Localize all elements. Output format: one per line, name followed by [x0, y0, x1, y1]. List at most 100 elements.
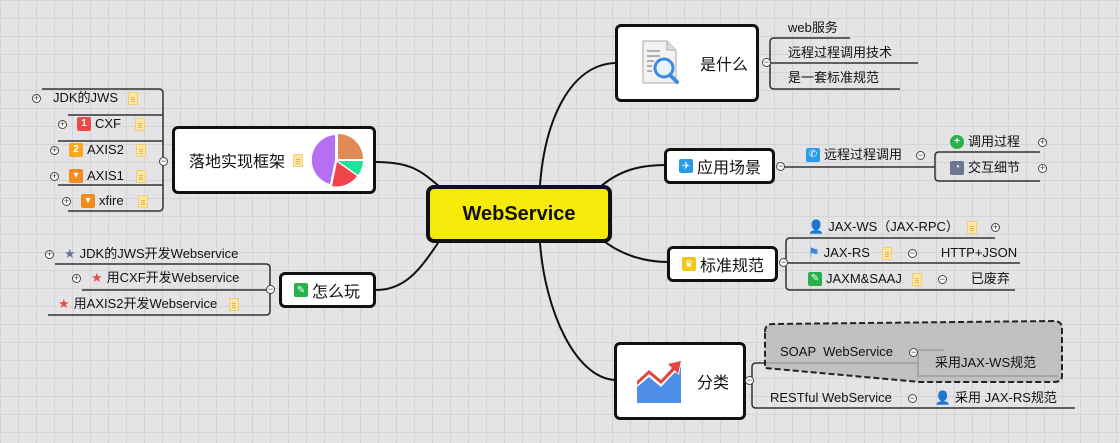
pie-small-icon: ◔ [950, 161, 964, 175]
expand-toggle[interactable]: + [1038, 136, 1048, 147]
subtopic-label: 用AXIS2开发Webservice [73, 296, 218, 311]
person-icon: 👤 [808, 219, 825, 234]
expand-toggle[interactable]: + [1038, 162, 1048, 173]
subtopic-label: JDK的JWS [53, 90, 119, 105]
subtopic-label: JAX-WS（JAX-RPC） [828, 219, 959, 234]
subtopic-web-service[interactable]: web服务 [788, 20, 838, 36]
star-red-icon: ★ [58, 296, 70, 311]
subtopic-label: 用CXF开发Webservice [106, 270, 240, 285]
expand-toggle[interactable]: + [32, 92, 41, 103]
subtopic-label: AXIS1 [87, 168, 124, 183]
collapse-toggle[interactable]: − [159, 156, 168, 166]
subtopic-axis2[interactable]: + 2 AXIS2 [50, 142, 146, 158]
subtopic-jax-rs[interactable]: ⚑ JAX-RS − HTTP+JSON [808, 245, 1017, 261]
subtopic-jax-ws-spec[interactable]: 采用JAX-WS规范 [935, 355, 1036, 371]
airplane-icon: ✈ [679, 159, 693, 173]
subtopic-label: AXIS2 [87, 142, 124, 157]
topic-category-label: 分类 [697, 375, 730, 392]
person-icon: 👤 [934, 390, 952, 405]
topic-standards[interactable]: ♛ 标准规范 [667, 246, 778, 282]
topic-scenario-label: 应用场景 [697, 160, 762, 177]
subtopic-axis1[interactable]: + ▾ AXIS1 [50, 168, 146, 184]
subtopic-soap[interactable]: SOAP WebService − [780, 344, 918, 360]
star-red-icon: ★ [91, 270, 103, 285]
note-icon[interactable] [128, 91, 139, 105]
topic-scenario[interactable]: ✈ 应用场景 [664, 148, 775, 184]
collapse-toggle[interactable]: − [907, 392, 917, 403]
collapse-toggle[interactable]: − [745, 375, 754, 385]
collapse-toggle[interactable]: − [916, 149, 926, 160]
subtopic-http-json[interactable]: HTTP+JSON [940, 245, 1018, 260]
trend-chart-icon [637, 361, 681, 403]
subtopic-jaxm-saaj[interactable]: ✎ JAXM&SAAJ − 已废弃 [808, 271, 1010, 287]
star-gray-icon: ★ [64, 246, 76, 261]
priority-2-icon: 2 [69, 143, 83, 157]
note-icon[interactable] [135, 169, 146, 183]
subtopic-label: 是一套标准规范 [788, 70, 880, 85]
topic-frameworks[interactable]: 落地实现框架 [172, 126, 376, 194]
subtopic-label: CXF [95, 116, 121, 131]
collapse-toggle[interactable]: − [779, 257, 788, 267]
note-icon[interactable] [911, 272, 922, 286]
subtopic-label: 交互细节 [968, 160, 1021, 175]
collapse-toggle[interactable]: − [908, 346, 918, 357]
topic-what-label: 是什么 [700, 57, 749, 74]
subtopic-call-process[interactable]: + 调用过程 + [950, 134, 1048, 150]
subtopic-axis2-dev[interactable]: ★ 用AXIS2开发Webservice [58, 296, 240, 312]
expand-toggle[interactable]: + [72, 272, 81, 283]
collapse-toggle[interactable]: − [762, 57, 771, 67]
expand-toggle[interactable]: + [45, 248, 54, 259]
topic-howto-label: 怎么玩 [312, 284, 361, 301]
phone-icon: ✆ [806, 148, 820, 162]
note-icon[interactable] [135, 143, 146, 157]
note-icon[interactable] [881, 246, 892, 260]
subtopic-label: SOAP WebService [780, 344, 893, 359]
subtopic-label: RESTful WebService [770, 390, 892, 405]
subtopic-rpc-tech[interactable]: 远程过程调用技术 [788, 45, 892, 61]
thumbs-down-icon: ▾ [69, 169, 83, 183]
trophy-icon: ♛ [682, 257, 696, 271]
subtopic-jax-rs-spec[interactable]: 采用 JAX-RS规范 [955, 390, 1057, 405]
subtopic-interaction[interactable]: ◔ 交互细节 + [950, 160, 1048, 176]
subtopic-label: xfire [99, 193, 124, 208]
note-icon[interactable] [137, 194, 148, 208]
subtopic-restful[interactable]: RESTful WebService − 👤 采用 JAX-RS规范 [770, 390, 1057, 406]
subtopic-jdk-jws-dev[interactable]: + ★ JDK的JWS开发Webservice [45, 246, 238, 262]
note-icon[interactable] [135, 117, 145, 131]
central-topic[interactable]: WebService [426, 185, 612, 243]
subtopic-jax-ws[interactable]: 👤 JAX-WS（JAX-RPC） + [808, 219, 1000, 235]
topic-howto[interactable]: ✎ 怎么玩 [279, 272, 376, 308]
subtopic-cxf-dev[interactable]: + ★ 用CXF开发Webservice [72, 270, 239, 286]
thumbs-down-icon: ▾ [81, 194, 95, 208]
subtopic-xfire[interactable]: + ▾ xfire [62, 193, 148, 209]
collapse-toggle[interactable]: − [266, 284, 275, 294]
subtopic-jdk-jws[interactable]: + JDK的JWS [32, 90, 139, 106]
pencil-icon: ✎ [294, 283, 308, 297]
note-icon[interactable] [229, 297, 240, 311]
collapse-toggle[interactable]: − [907, 247, 917, 258]
note-icon[interactable] [293, 153, 304, 167]
plus-circle-icon: + [950, 135, 964, 149]
collapse-toggle[interactable]: − [776, 161, 785, 171]
topic-category[interactable]: 分类 [614, 342, 746, 420]
subtopic-deprecated[interactable]: 已废弃 [970, 271, 1010, 286]
priority-1-icon: 1 [77, 117, 91, 131]
central-topic-label: WebService [462, 202, 576, 225]
subtopic-standard-spec[interactable]: 是一套标准规范 [788, 70, 879, 86]
subtopic-rpc[interactable]: ✆ 远程过程调用 − [806, 147, 926, 163]
topic-what[interactable]: 是什么 [615, 24, 759, 102]
subtopic-label: 远程过程调用 [824, 147, 903, 162]
topic-frameworks-label: 落地实现框架 [189, 154, 286, 171]
subtopic-label: 采用JAX-WS规范 [935, 355, 1037, 370]
collapse-toggle[interactable]: − [937, 273, 947, 284]
expand-toggle[interactable]: + [58, 118, 67, 129]
subtopic-cxf[interactable]: + 1 CXF [58, 116, 145, 132]
expand-toggle[interactable]: + [990, 221, 1000, 232]
subtopic-label: web服务 [788, 20, 838, 35]
expand-toggle[interactable]: + [50, 144, 59, 155]
subtopic-label: 远程过程调用技术 [788, 45, 893, 60]
flag-icon: ⚑ [808, 245, 820, 260]
expand-toggle[interactable]: + [62, 195, 71, 206]
note-icon[interactable] [966, 220, 977, 234]
expand-toggle[interactable]: + [50, 170, 59, 181]
